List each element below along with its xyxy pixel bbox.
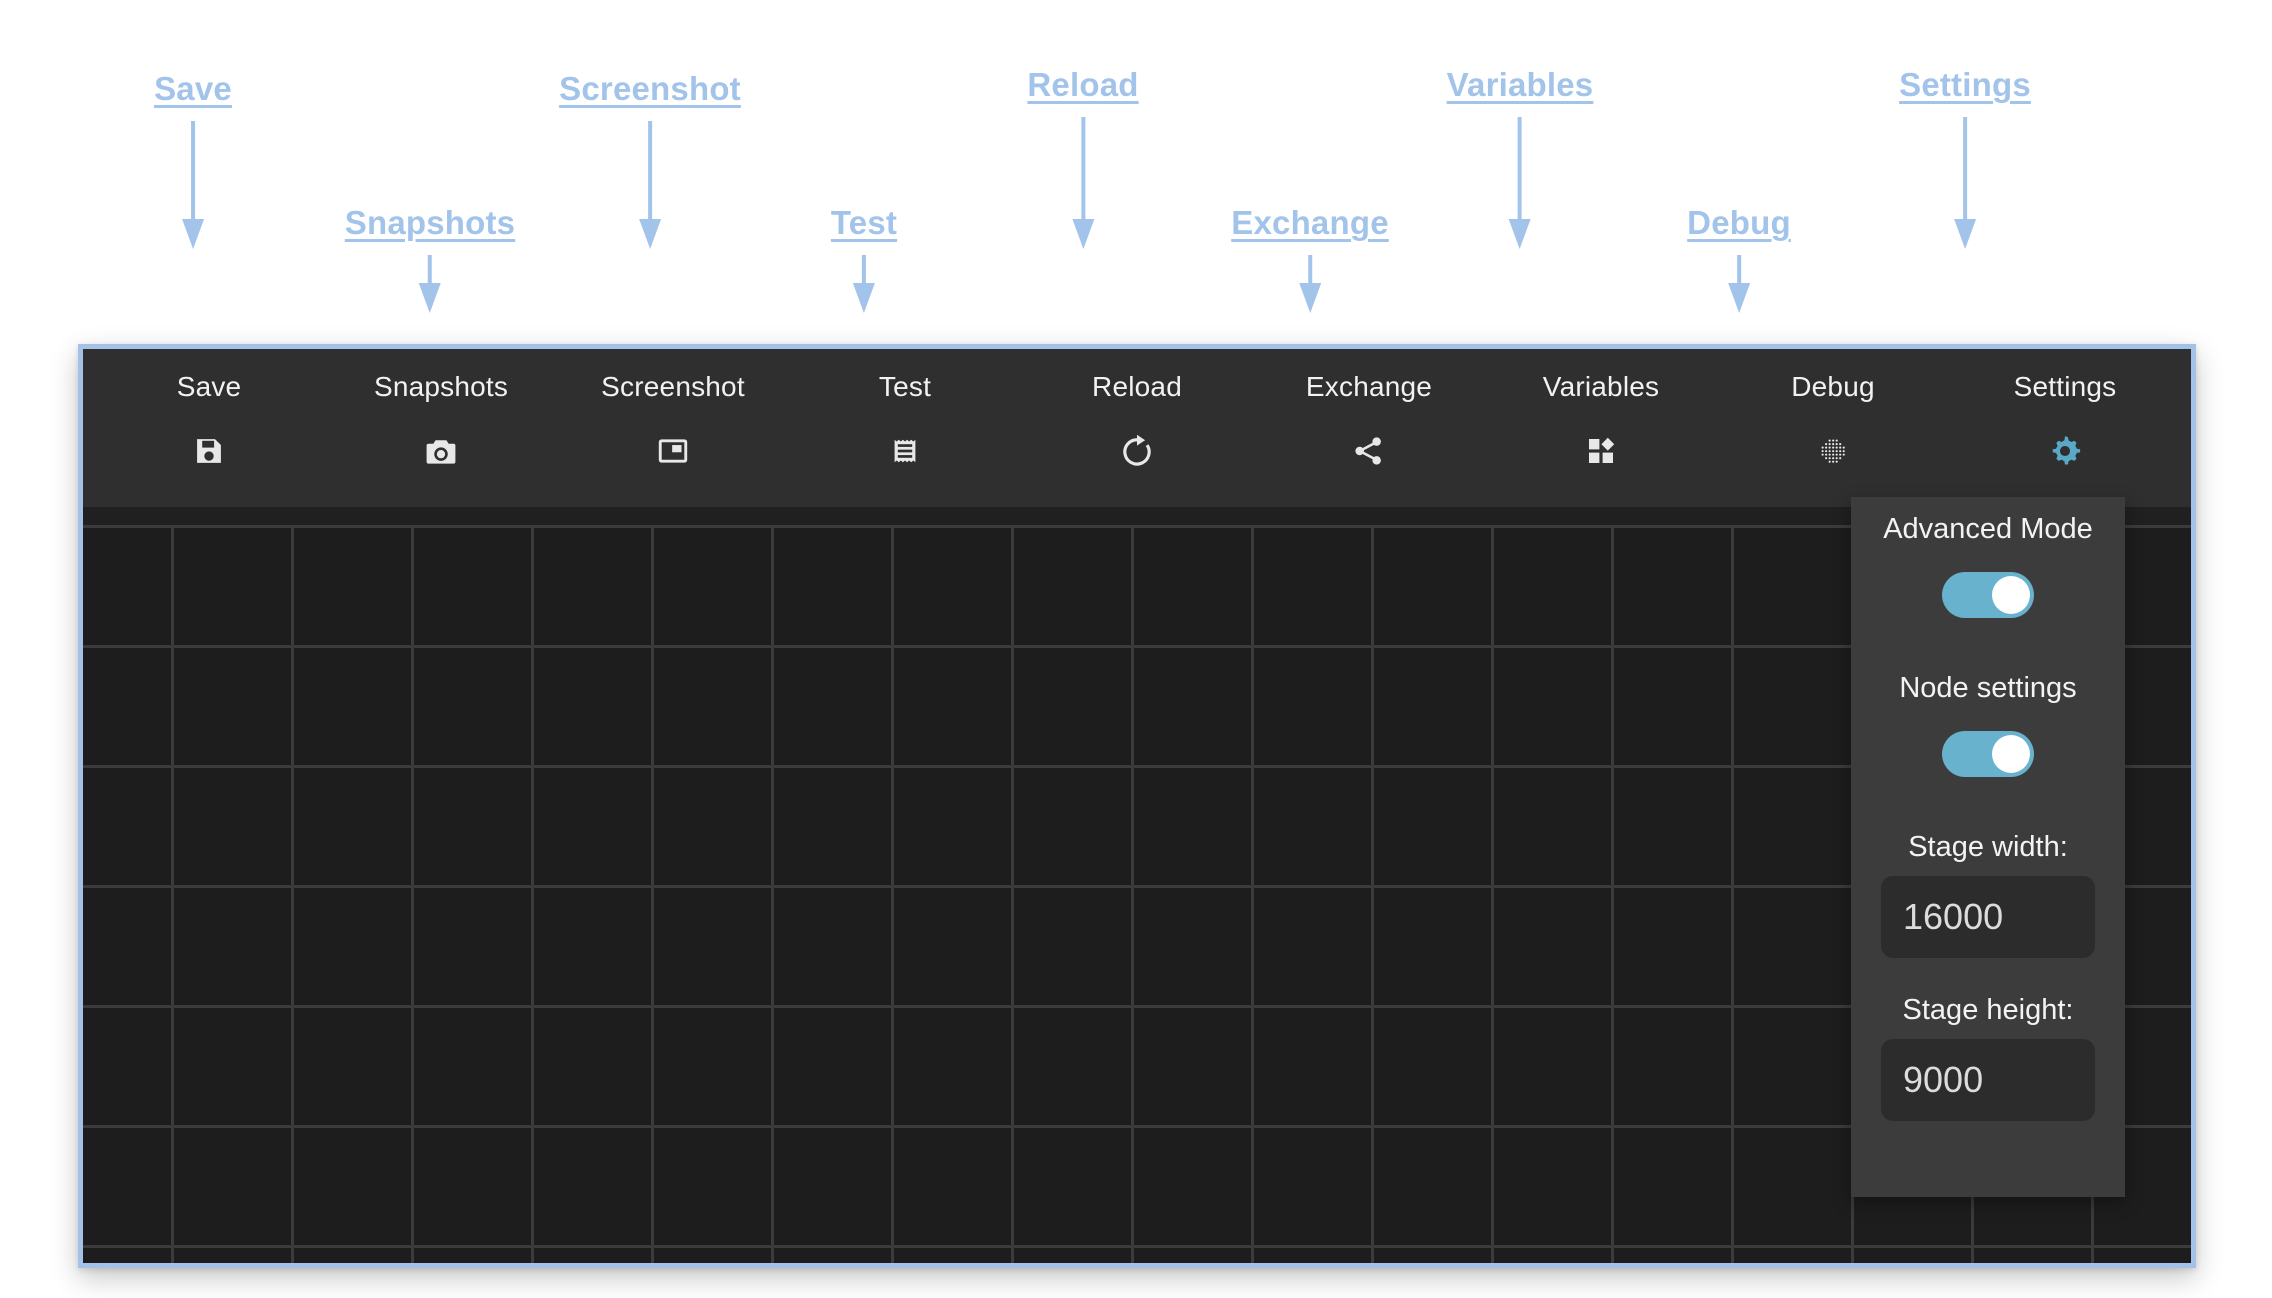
notepad-icon[interactable] [885, 431, 925, 471]
toolbar-label-reload: Reload [1092, 371, 1182, 402]
annotation-callout-test: Test [830, 204, 898, 313]
annotation-label: Save [154, 70, 232, 107]
toolbar-button-snapshots[interactable]: Snapshots [325, 349, 557, 507]
toggle-knob-icon [1992, 735, 2030, 773]
annotation-arrow-down-icon [1509, 116, 1531, 249]
annotation-label: Reload [1027, 66, 1139, 103]
gear-icon[interactable] [2045, 431, 2085, 471]
annotation-callout-save: Save [154, 70, 232, 249]
main-toolbar: Save Snapshots Screenshot Test Reload Exchang… [83, 349, 2191, 507]
annotation-callout-screenshot: Screenshot [559, 70, 741, 249]
annotation-callout-settings: Settings [1899, 66, 2031, 249]
annotation-arrow-down-icon [419, 254, 441, 313]
toolbar-button-variables[interactable]: Variables [1485, 349, 1717, 507]
toolbar-label-test: Test [878, 371, 932, 402]
toolbar-label-debug: Debug [1791, 371, 1875, 402]
refresh-icon[interactable] [1117, 431, 1157, 471]
annotation-arrow-down-icon [1071, 116, 1094, 249]
floppy-disk-icon[interactable] [189, 431, 229, 471]
annotation-arrow-down-icon [1299, 254, 1321, 313]
dot-grid-icon[interactable] [1813, 431, 1853, 471]
toolbar-label-screenshot: Screenshot [601, 371, 745, 402]
app-window-frame: Save Snapshots Screenshot Test Reload Exchang… [78, 344, 2196, 1268]
node-settings-label: Node settings [1899, 672, 2077, 704]
annotation-label: Variables [1446, 66, 1594, 103]
toolbar-label-save: Save [176, 371, 242, 402]
annotation-callout-variables: Variables [1446, 66, 1594, 249]
stage-width-row: Stage width: [1851, 833, 2125, 958]
annotation-label: Exchange [1231, 204, 1389, 241]
stage-height-label: Stage height: [1902, 994, 2074, 1026]
annotation-arrow-down-icon [182, 120, 204, 249]
settings-dropdown-panel: Advanced Mode Node settings Stage width:… [1851, 497, 2125, 1197]
toolbar-label-variables: Variables [1542, 371, 1660, 402]
annotation-label: Debug [1687, 204, 1791, 241]
annotation-label: Test [830, 204, 898, 241]
toolbar-button-exchange[interactable]: Exchange [1253, 349, 1485, 507]
stage-width-input[interactable] [1881, 876, 2095, 958]
toolbar-label-settings: Settings [2013, 371, 2117, 402]
annotation-arrow-down-icon [853, 254, 875, 313]
annotation-arrow-down-icon [1727, 254, 1750, 313]
share-icon[interactable] [1349, 431, 1389, 471]
annotation-label: Settings [1899, 66, 2031, 103]
annotation-label: Snapshots [344, 204, 516, 241]
annotation-callout-debug: Debug [1687, 204, 1791, 313]
advanced-mode-toggle[interactable] [1942, 572, 2034, 618]
toolbar-button-save[interactable]: Save [93, 349, 325, 507]
toolbar-button-screenshot[interactable]: Screenshot [557, 349, 789, 507]
toolbar-label-snapshots: Snapshots [373, 371, 509, 402]
toolbar-button-test[interactable]: Test [789, 349, 1021, 507]
toggle-knob-icon [1992, 576, 2030, 614]
stage-width-label: Stage width: [1908, 831, 2068, 863]
node-settings-toggle[interactable] [1942, 731, 2034, 777]
annotation-arrow-down-icon [1954, 116, 1976, 249]
stage-height-row: Stage height: [1851, 996, 2125, 1121]
canvas-top-strip [83, 507, 2191, 525]
node-editor-canvas[interactable] [83, 507, 2191, 1263]
annotation-arrow-down-icon [638, 120, 661, 249]
toolbar-button-reload[interactable]: Reload [1021, 349, 1253, 507]
camera-icon[interactable] [421, 431, 461, 471]
annotation-callout-snapshots: Snapshots [344, 204, 516, 313]
annotation-label: Screenshot [559, 70, 741, 107]
node-settings-row: Node settings [1851, 674, 2125, 777]
toolbar-button-debug[interactable]: Debug [1717, 349, 1949, 507]
toolbar-button-settings[interactable]: Settings [1949, 349, 2181, 507]
annotation-callout-exchange: Exchange [1231, 204, 1389, 313]
advanced-mode-row: Advanced Mode [1851, 515, 2125, 618]
window-frame-icon[interactable] [653, 431, 693, 471]
stage-height-input[interactable] [1881, 1039, 2095, 1121]
annotation-callout-reload: Reload [1027, 66, 1139, 249]
toolbar-label-exchange: Exchange [1305, 371, 1433, 402]
advanced-mode-label: Advanced Mode [1883, 513, 2093, 545]
shapes-icon[interactable] [1581, 431, 1621, 471]
